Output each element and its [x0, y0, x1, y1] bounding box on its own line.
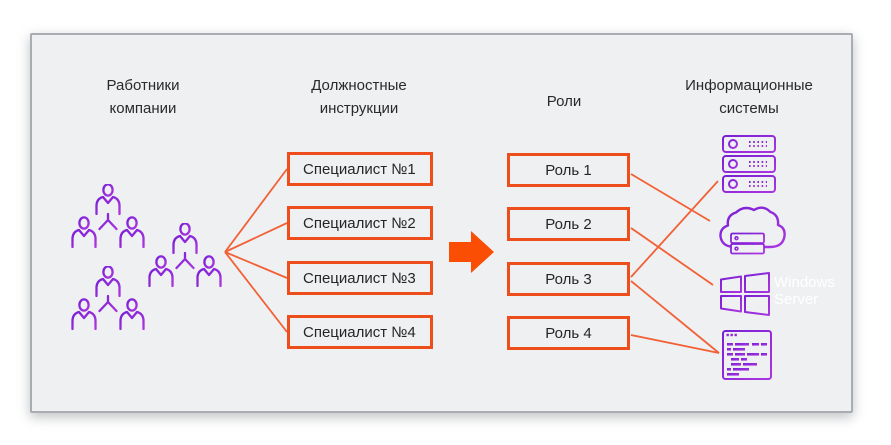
link-role3-code — [630, 280, 720, 354]
fan-line-spec1 — [224, 168, 288, 253]
connector-lines — [224, 168, 720, 354]
link-role3-servers — [630, 180, 719, 278]
fan-line-spec2 — [224, 222, 288, 253]
role-box-4: Роль 4 — [507, 316, 630, 350]
role-box-2: Роль 2 — [507, 207, 630, 241]
link-role4-code — [630, 334, 720, 354]
instruction-box-1: Специалист №1 — [287, 152, 433, 186]
fan-line-spec3 — [224, 251, 288, 279]
role-box-3: Роль 3 — [507, 262, 630, 296]
instruction-box-3: Специалист №3 — [287, 261, 433, 295]
team-icon — [70, 266, 146, 330]
header-employees: Работники компании — [106, 77, 180, 117]
code-window-icon — [722, 330, 772, 380]
link-role2-windows — [630, 227, 714, 286]
instruction-box-label: Специалист №3 — [303, 269, 416, 287]
instruction-box-label: Специалист №4 — [303, 323, 416, 341]
instruction-box-label: Специалист №2 — [303, 214, 416, 232]
fan-line-spec4 — [224, 251, 288, 333]
instruction-box-2: Специалист №2 — [287, 206, 433, 240]
role-box-label: Роль 4 — [545, 324, 592, 342]
role-box-1: Роль 1 — [507, 153, 630, 187]
team-icon — [70, 184, 146, 248]
role-box-label: Роль 2 — [545, 215, 592, 233]
windows-server-icon — [720, 272, 770, 316]
instruction-box-label: Специалист №1 — [303, 160, 416, 178]
windows-server-label: Windows Server — [774, 274, 835, 308]
role-box-label: Роль 3 — [545, 270, 592, 288]
diagram-panel: Работники компании Должностные инструкци… — [30, 33, 853, 413]
team-icon — [147, 223, 223, 287]
role-box-label: Роль 1 — [545, 161, 592, 179]
link-role1-cloud — [630, 173, 711, 222]
header-instructions: Должностные инструкции — [311, 77, 407, 117]
header-roles: Роли — [546, 93, 582, 110]
header-systems: Информационные системы — [685, 77, 813, 117]
instruction-box-4: Специалист №4 — [287, 315, 433, 349]
server-stack-icon — [722, 135, 776, 193]
cloud-server-icon — [719, 206, 786, 255]
transform-arrow-icon — [449, 231, 494, 273]
